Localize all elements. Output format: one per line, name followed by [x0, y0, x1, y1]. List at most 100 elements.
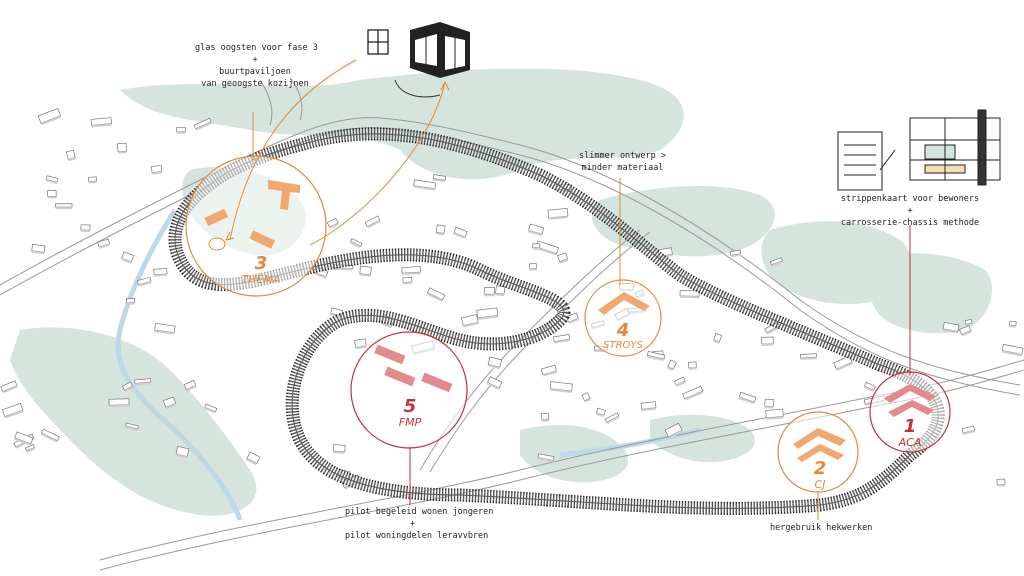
annotation-text: pilot begeleid wonen jongeren: [345, 507, 494, 517]
annotation-smart-design: slimmer ontwerp > minder materiaal: [575, 150, 670, 174]
building-block: [581, 392, 591, 402]
building-block: [764, 398, 775, 408]
building-shadow: [329, 222, 339, 229]
building-shadow: [766, 326, 781, 335]
building-block: [47, 190, 57, 197]
building-shadow: [154, 273, 168, 277]
building-shadow: [359, 273, 371, 277]
building-block: [435, 224, 446, 234]
building-shadow: [688, 367, 697, 371]
buildings: [0, 107, 1024, 490]
building-shadow: [684, 390, 704, 401]
building-block: [1, 402, 24, 418]
building-shadow: [117, 151, 127, 154]
building-shadow: [91, 123, 112, 128]
annotation-plus: +: [907, 206, 913, 216]
site-5-circle[interactable]: [350, 331, 468, 449]
building-shadow: [175, 453, 188, 459]
building-shadow: [246, 458, 257, 466]
building-block: [80, 224, 91, 231]
annotation-text: minder materiaal: [581, 163, 664, 173]
building-shadow: [527, 230, 542, 237]
building-shadow: [14, 437, 31, 446]
building-shadow: [435, 232, 444, 236]
building-block: [540, 364, 557, 376]
annotation-text: glas oogsten voor fase 3: [195, 43, 318, 53]
building-block: [664, 422, 683, 438]
building-block: [537, 453, 555, 461]
building-block: [487, 376, 503, 389]
annotation-plus: +: [409, 519, 416, 529]
site-name: CJ: [814, 478, 826, 491]
building-block: [359, 265, 372, 276]
building-block: [402, 276, 413, 284]
building-shadow: [1001, 350, 1022, 357]
building-shadow: [176, 131, 186, 134]
building-block: [769, 257, 783, 266]
site-name: STROYS: [603, 340, 643, 351]
building-shadow: [676, 380, 686, 387]
site-3-circle[interactable]: [185, 155, 327, 297]
building-block: [996, 478, 1006, 486]
annotation-text: van geoogste kozijnen: [201, 79, 309, 89]
building-shadow: [548, 216, 569, 220]
building-shadow: [668, 430, 683, 439]
building-block: [88, 176, 97, 182]
building-block: [153, 268, 168, 276]
building-shadow: [764, 406, 774, 409]
site-2-circle[interactable]: [777, 411, 859, 493]
building-block: [761, 336, 774, 345]
building-block: [354, 338, 367, 348]
building-block: [426, 287, 446, 301]
building-block: [401, 266, 421, 274]
building-shadow: [535, 246, 557, 256]
building-block: [529, 263, 537, 270]
building-shadow: [333, 451, 345, 454]
annotation-text: buurtpaviljoen: [219, 67, 291, 77]
building-block: [461, 314, 479, 326]
site-number: 1: [903, 416, 917, 437]
building-block: [553, 334, 571, 342]
building-shadow: [402, 272, 421, 276]
building-shadow: [554, 339, 571, 344]
annotation-text: hergebruik hekwerken: [770, 523, 873, 533]
annotation-fence-reuse: hergebruik hekwerken: [770, 522, 873, 534]
site-number: 2: [813, 458, 827, 479]
building-shadow: [532, 247, 540, 250]
annotation-text: slimmer ontwerp >: [579, 151, 666, 161]
building-shadow: [126, 302, 135, 305]
site-4-circle[interactable]: [584, 279, 662, 357]
building-shadow: [646, 355, 665, 362]
building-block: [117, 142, 128, 152]
building-shadow: [124, 386, 134, 392]
building-shadow: [426, 292, 443, 302]
annotation-text: strippenkaart voor bewoners: [840, 194, 980, 204]
building-shadow: [542, 370, 557, 377]
building-shadow: [641, 407, 657, 412]
building-shadow: [477, 315, 498, 320]
site-1-label: 1 ACA: [885, 416, 935, 450]
building-shadow: [1009, 325, 1016, 328]
building-shadow: [109, 404, 130, 408]
building-shadow: [487, 364, 500, 370]
building-shadow: [965, 323, 973, 327]
building-shadow: [453, 232, 465, 239]
building-block: [125, 297, 135, 304]
building-block: [495, 285, 506, 295]
building-block: [246, 451, 261, 464]
building-shadow: [349, 241, 361, 248]
building-shadow: [761, 343, 774, 347]
building-block: [326, 217, 339, 228]
building-block: [134, 378, 152, 384]
building-shadow: [542, 419, 550, 422]
building-shadow: [165, 403, 177, 410]
building-shadow: [771, 260, 784, 267]
building-shadow: [730, 253, 741, 258]
building-shadow: [942, 328, 958, 334]
building-shadow: [355, 345, 367, 350]
building-shadow: [154, 330, 175, 335]
building-block: [528, 223, 545, 235]
building-shadow: [312, 271, 326, 279]
building-block: [453, 226, 468, 238]
